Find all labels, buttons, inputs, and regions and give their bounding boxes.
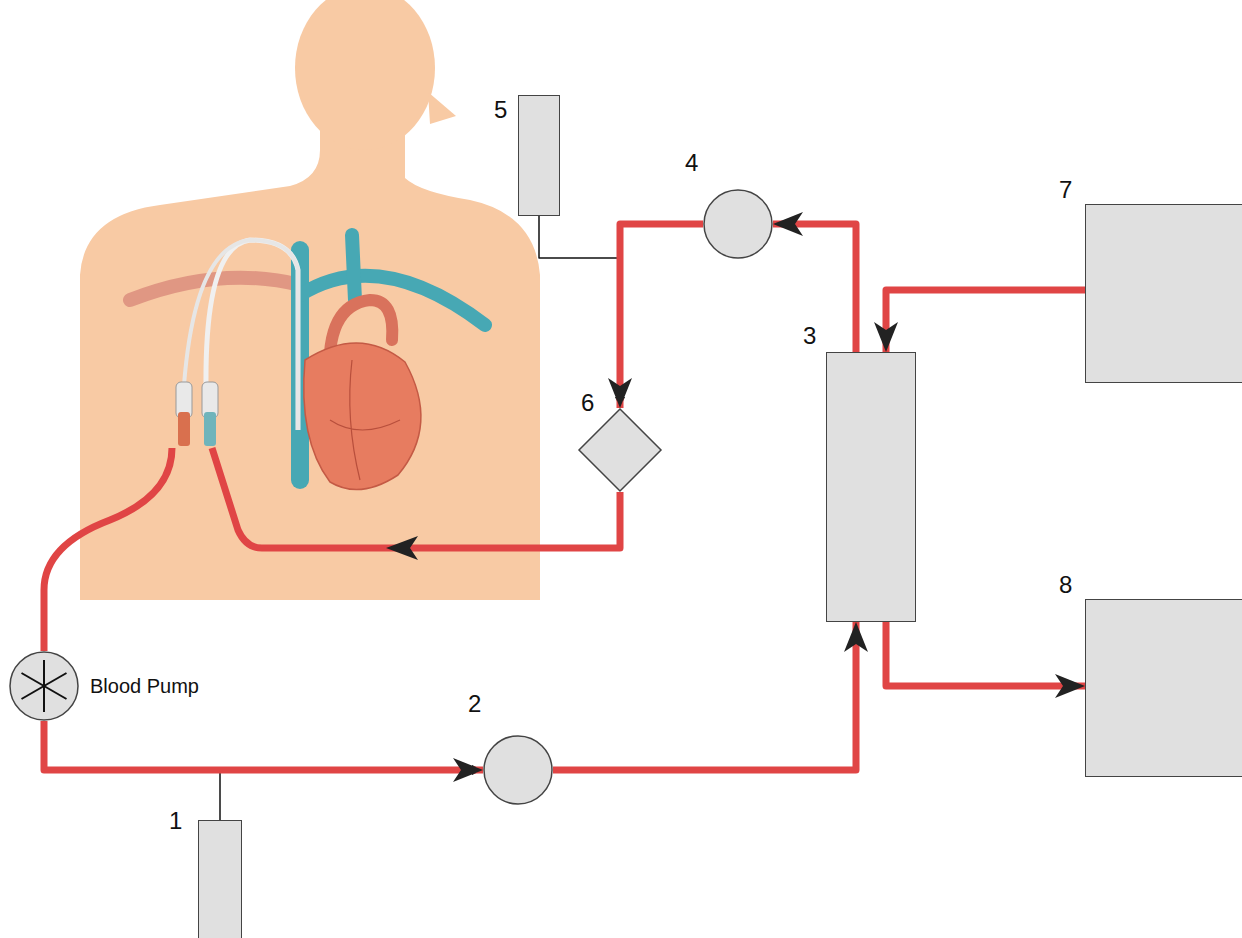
pump-outline (9, 651, 79, 721)
blood-tube (620, 224, 703, 408)
chamber-circle: 4 (703, 189, 773, 259)
chamber-circle: 2 (483, 735, 553, 805)
callout-number: 4 (685, 151, 698, 175)
callout-number: 1 (169, 809, 182, 833)
device-box: 3 (826, 352, 916, 622)
device-box: 7 (1085, 204, 1242, 383)
blood-tube (44, 721, 483, 770)
blood-pump: Blood Pump (9, 651, 79, 721)
circle-outline (703, 189, 773, 259)
pump-label: Blood Pump (90, 676, 199, 696)
callout-number: 7 (1059, 178, 1072, 202)
circle-outline (483, 735, 553, 805)
diamond-outline (578, 408, 662, 492)
blood-tube (886, 290, 1085, 352)
feed-line (539, 216, 620, 408)
flow-arrow (386, 536, 418, 560)
callout-number: 3 (803, 324, 816, 348)
callout-number: 2 (468, 692, 481, 716)
blood-tube (553, 622, 856, 770)
device-box: 8 (1085, 599, 1242, 777)
blood-tube (886, 622, 1085, 686)
device-box: 5 (518, 95, 560, 216)
callout-number: 8 (1059, 573, 1072, 597)
catheter (176, 240, 298, 446)
filter-diamond: 6 (578, 408, 662, 492)
callout-number: 6 (581, 391, 594, 415)
feed-line (220, 770, 483, 820)
heart (304, 343, 421, 490)
blood-tube (773, 224, 856, 352)
vessels (130, 235, 485, 480)
callout-number: 5 (494, 98, 507, 122)
patient-tubes (44, 448, 620, 651)
device-box: 1 (198, 820, 242, 938)
body-silhouette (80, 0, 540, 600)
